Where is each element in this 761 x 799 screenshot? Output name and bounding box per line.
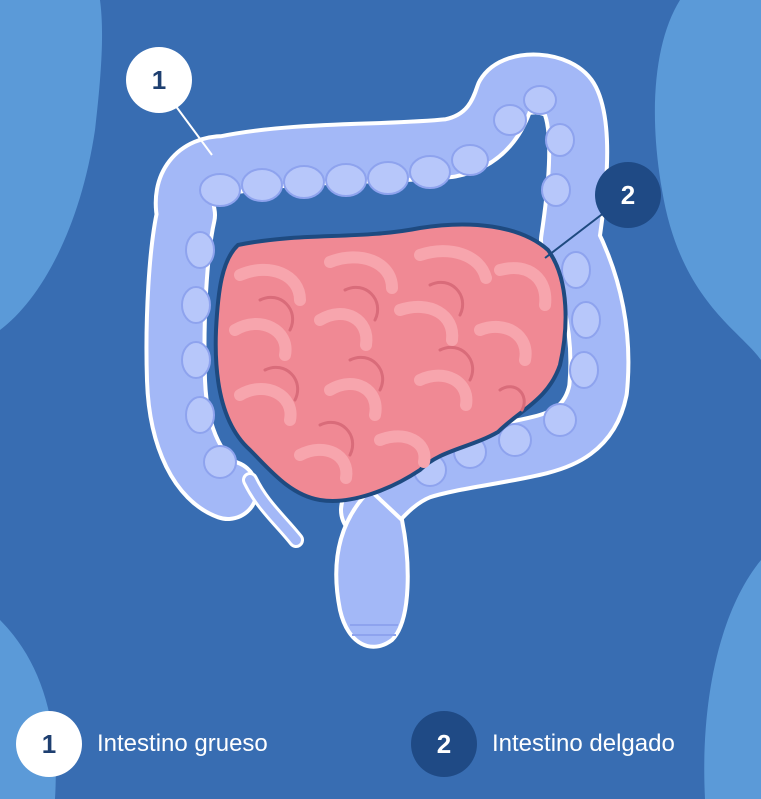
legend-item-small-intestine: 2 Intestino delgado	[411, 710, 675, 778]
legend-1-badge: 1	[16, 711, 82, 777]
legend-item-large-intestine: 1 Intestino grueso	[16, 710, 268, 778]
right-body-silhouette	[654, 0, 761, 799]
large-intestine	[144, 52, 631, 649]
callout-2-badge: 2	[595, 162, 661, 228]
callout-1-leader	[174, 104, 213, 156]
left-body-silhouette	[0, 0, 103, 799]
legend-2-badge: 2	[411, 711, 477, 777]
legend-2-label: Intestino delgado	[492, 730, 675, 757]
callout-2-leader	[544, 211, 606, 259]
callout-1-badge: 1	[126, 47, 192, 113]
small-intestine	[213, 222, 568, 503]
legend-1-label: Intestino grueso	[97, 730, 268, 757]
